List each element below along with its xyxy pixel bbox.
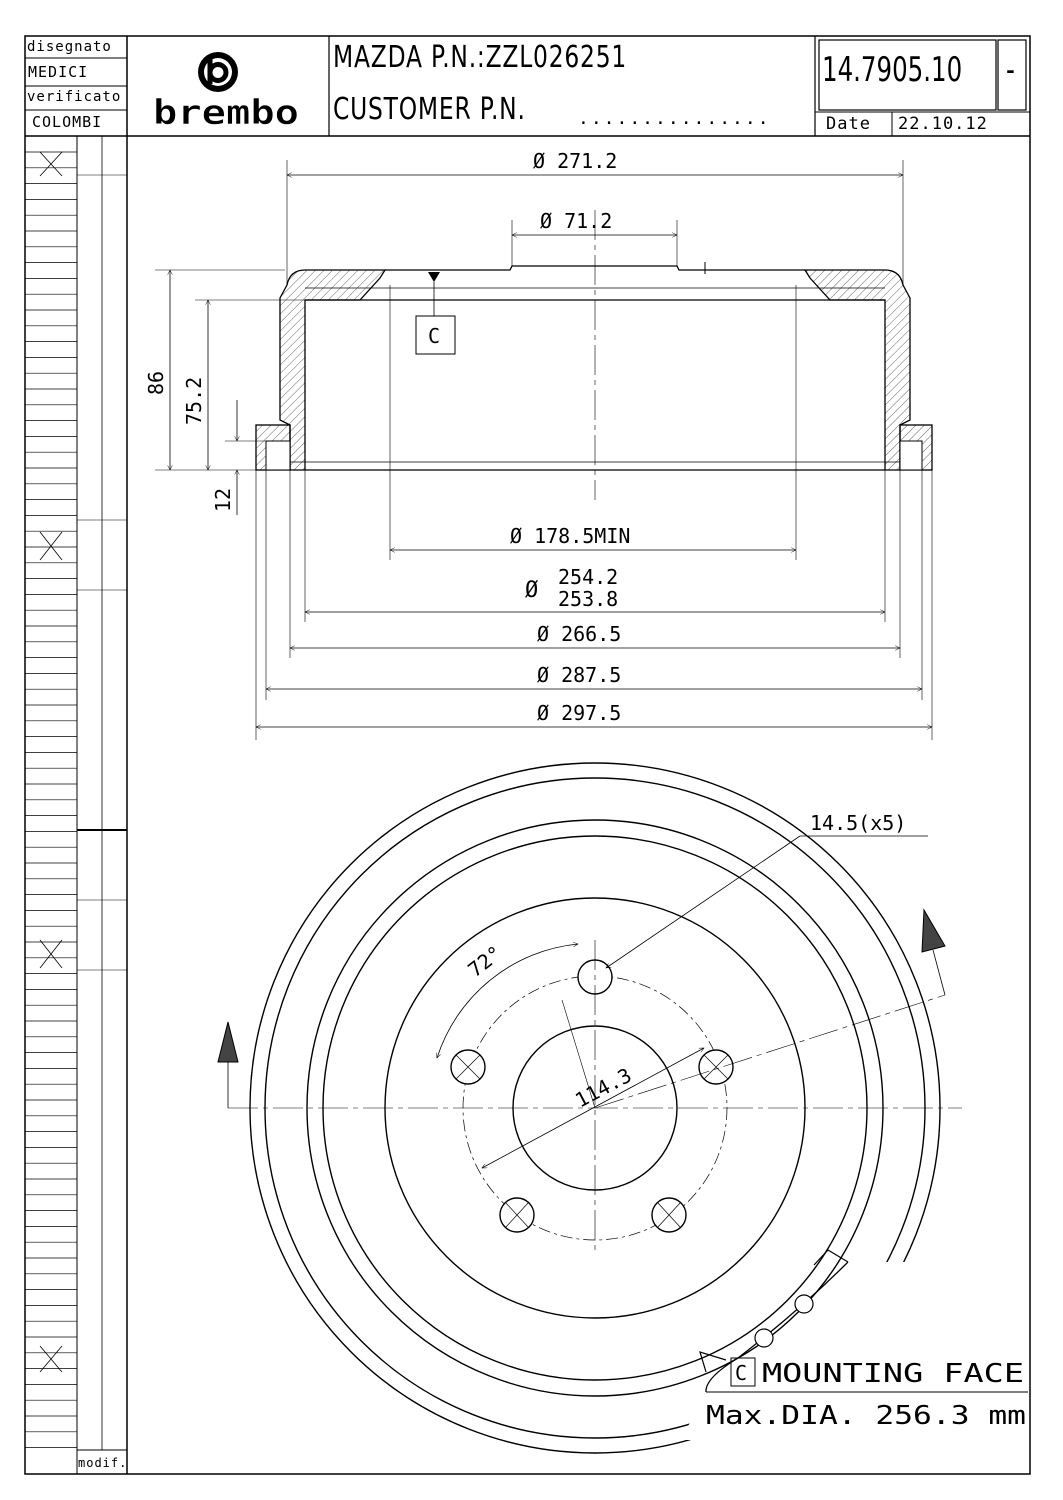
- dim-287: Ø 287.5: [537, 663, 621, 687]
- drawn-by-label: disegnato: [27, 39, 112, 55]
- revision: -: [1006, 50, 1015, 90]
- drum-cut-edge: [705, 1261, 849, 1393]
- date-label: Date: [826, 114, 871, 134]
- dim-drum-outer-diameter: Ø 271.2: [533, 149, 617, 173]
- revision-strip: [25, 136, 127, 1474]
- customer-part-number-label: CUSTOMER P.N.: [333, 92, 526, 127]
- checked-by-label: verificato: [27, 89, 122, 105]
- section-arrow-right: [921, 908, 946, 996]
- angle-callout: 72°: [463, 941, 506, 982]
- dim-braking-depth: 75.2: [182, 377, 206, 425]
- part-number: 14.7905.10: [822, 50, 963, 90]
- dim-overall-height: 86: [144, 371, 168, 395]
- customer-part-number-dots: ...............: [578, 108, 771, 129]
- drawn-by-name: MEDICI: [28, 63, 89, 81]
- dim-266: Ø 266.5: [537, 622, 621, 646]
- dim-flange-height: 12: [211, 488, 235, 512]
- dim-braking-dia-lower: 253.8: [558, 587, 618, 611]
- oem-part-number: MAZDA P.N.:ZZL026251: [333, 40, 628, 75]
- max-diameter-label: Max.DIA. 256.3 mm: [706, 1401, 1026, 1431]
- datum-c-label: C: [428, 324, 440, 348]
- adjuster-hole: [794, 1294, 814, 1314]
- dim-min-bore: Ø 178.5MIN: [510, 524, 630, 548]
- pcd-callout: 114.3: [571, 1063, 635, 1112]
- adjuster-hole: [754, 1328, 774, 1348]
- checked-by-name: COLOMBI: [32, 113, 103, 131]
- dim-braking-dia-upper: 254.2: [558, 565, 618, 589]
- datum-c-box-front: [730, 1357, 756, 1387]
- datum-c-front: C: [735, 1361, 747, 1385]
- dim-center-bore: Ø 71.2: [540, 209, 612, 233]
- brand-wordmark: brembo: [153, 93, 299, 133]
- section-arrow-left: [217, 1021, 239, 1108]
- date-value: 22.10.12: [898, 114, 988, 134]
- datum-c-box: [415, 315, 456, 355]
- brembo-logo: brembo: [153, 52, 299, 133]
- dim-297: Ø 297.5: [537, 701, 621, 725]
- mounting-face-label: MOUNTING FACE: [762, 1359, 1024, 1389]
- dim-braking-dia-symbol: Ø: [525, 578, 538, 603]
- modif-label: modif.: [78, 1456, 128, 1470]
- sheet-border: [24, 35, 1031, 1475]
- bolt-hole-callout: 14.5(x5): [810, 811, 906, 835]
